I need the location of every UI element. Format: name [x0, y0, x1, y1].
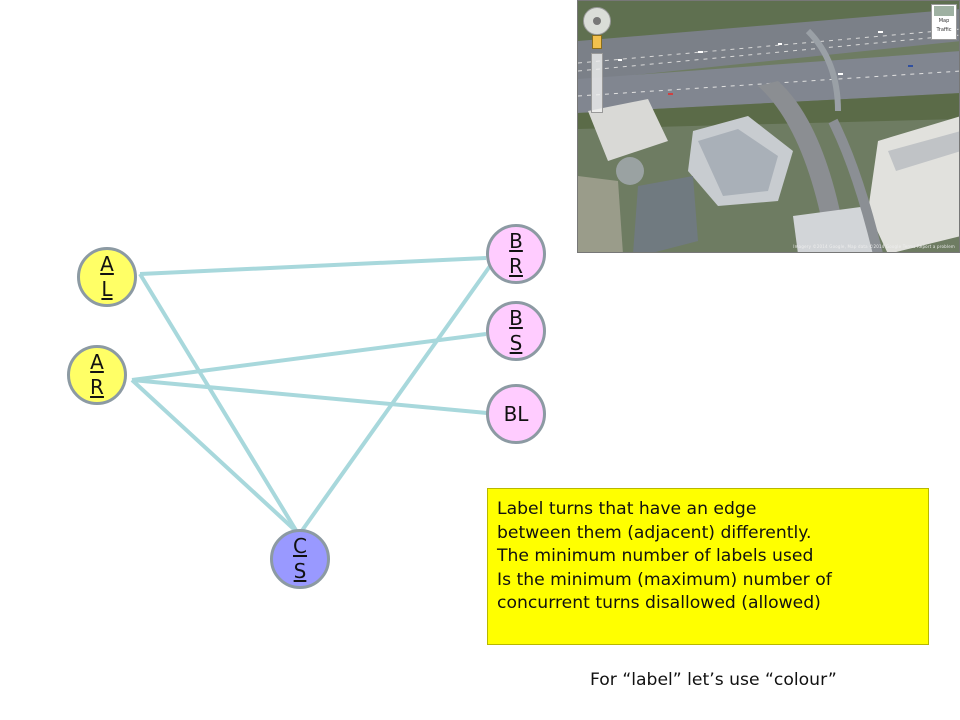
node-al-label: A L: [100, 252, 114, 301]
edge-ar-cs: [130, 378, 299, 534]
map-type-traffic-label[interactable]: Traffic: [936, 27, 952, 33]
graph-edges: [130, 256, 492, 534]
node-cs-label: C S: [293, 534, 307, 583]
edge-al-cs: [138, 272, 299, 534]
map-type-map-label[interactable]: Map: [938, 18, 950, 24]
edge-ar-bl: [131, 378, 488, 415]
map-pan-control[interactable]: [583, 7, 611, 35]
edge-al-br: [139, 256, 487, 276]
edge-ar-bs: [131, 332, 487, 382]
node-ar: A R: [67, 345, 127, 405]
node-br: B R: [486, 224, 546, 284]
node-bs-label: B S: [509, 306, 523, 355]
map-attribution: Imagery ©2014 Google, Map data ©2014 Goo…: [793, 244, 955, 249]
map-type-switcher[interactable]: Map Traffic: [931, 4, 957, 40]
note-line: Label turns that have an edge: [497, 499, 757, 519]
pegman-icon[interactable]: [592, 35, 602, 49]
node-al: A L: [77, 247, 137, 307]
node-bs: B S: [486, 301, 546, 361]
note-line: concurrent turns disallowed (allowed): [497, 593, 821, 613]
node-bl-label: BL: [503, 401, 529, 426]
map-zoom-slider[interactable]: [591, 53, 603, 113]
footer-caption: For “label” let’s use “colour”: [590, 670, 837, 690]
note-line: Is the minimum (maximum) number of: [497, 569, 832, 590]
node-ar-label: A R: [90, 350, 104, 399]
note-line: between them (adjacent) differently.: [497, 522, 812, 543]
node-cs: C S: [270, 529, 330, 589]
edge-br-cs: [299, 264, 492, 534]
explanation-note: Label turns that have an edge between th…: [487, 488, 929, 645]
note-line: The minimum number of labels used: [497, 546, 814, 566]
map-type-thumbnail: [934, 6, 954, 16]
aerial-map-image: Map Traffic Imagery ©2014 Google, Map da…: [577, 0, 960, 253]
node-bl: BL: [486, 384, 546, 444]
node-br-label: B R: [509, 229, 523, 278]
aerial-map-drawing: [578, 1, 959, 252]
